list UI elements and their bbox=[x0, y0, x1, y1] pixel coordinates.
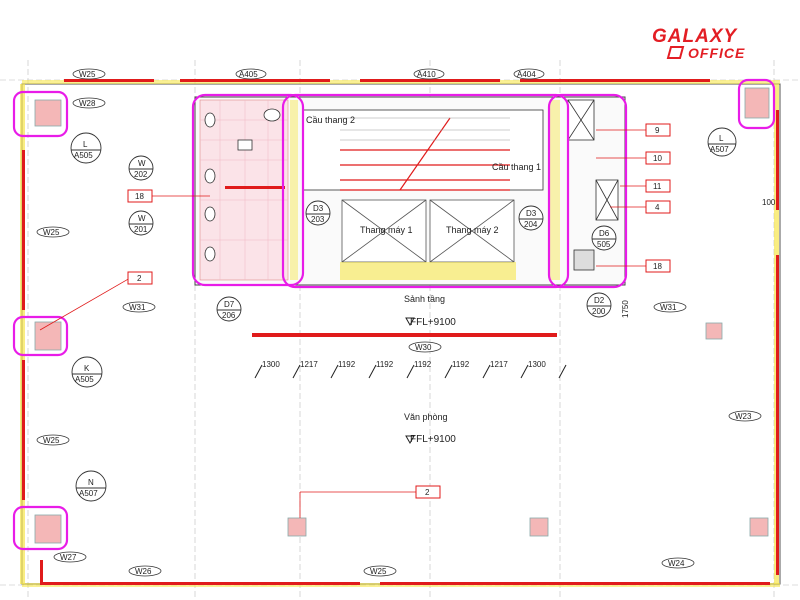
window-tags bbox=[36, 68, 762, 577]
door-2-code: W bbox=[138, 214, 146, 223]
tag-lobby: W30 bbox=[415, 343, 432, 352]
logo-galaxy-text: GALAXY bbox=[652, 26, 739, 47]
dimension-label: 1192 bbox=[452, 360, 470, 369]
tag-bottom-1: W26 bbox=[135, 567, 152, 576]
callout-11: 11 bbox=[653, 182, 662, 191]
callout-10: 10 bbox=[653, 154, 662, 163]
dimension-label: 1300 bbox=[528, 360, 546, 369]
door-7-num: 200 bbox=[592, 307, 606, 316]
level-marker-icon bbox=[405, 435, 415, 445]
side-dim-small: 1750 bbox=[621, 300, 630, 318]
callout-9: 9 bbox=[655, 126, 660, 135]
mark-4-sheet: A507 bbox=[79, 489, 98, 498]
callout-4: 4 bbox=[655, 203, 660, 212]
mark-2-letter: L bbox=[719, 134, 724, 143]
top-ref-3: A404 bbox=[517, 70, 536, 79]
door-2-num: 201 bbox=[134, 225, 148, 234]
highlight-boxes bbox=[12, 78, 776, 551]
mark-2-sheet: A507 bbox=[710, 145, 729, 154]
callout-2-left: 2 bbox=[137, 274, 142, 283]
section-mark-labels: L A505 L A507 K A505 N A507 bbox=[74, 134, 729, 498]
tag-top-1: W25 bbox=[79, 70, 96, 79]
callout-2-bottom: 2 bbox=[425, 488, 430, 497]
room-elevator-1: Thang máy 1 bbox=[360, 225, 413, 235]
dimension-label: 1217 bbox=[490, 360, 508, 369]
dimension-labels: 1300 1217 1192 1192 1192 1192 1217 1300 bbox=[262, 360, 546, 369]
dimension-label: 1192 bbox=[376, 360, 394, 369]
room-labels: Cầu thang 2 Cầu thang 1 Thang máy 1 Than… bbox=[306, 115, 541, 445]
mark-4-letter: N bbox=[88, 478, 94, 487]
room-office: Văn phòng bbox=[404, 412, 448, 422]
mark-1-sheet: A505 bbox=[74, 151, 93, 160]
dimension-string bbox=[254, 364, 567, 379]
door-6-code: D7 bbox=[224, 300, 235, 309]
columns bbox=[34, 87, 770, 544]
tag-right-1: W31 bbox=[660, 303, 677, 312]
callout-18-right: 18 bbox=[653, 262, 662, 271]
lobby-level: FFL+9100 bbox=[410, 317, 456, 328]
tag-left-3: W25 bbox=[43, 436, 60, 445]
wc-fixtures bbox=[204, 108, 281, 262]
door-3-code: D3 bbox=[313, 204, 324, 213]
top-ref-1: A405 bbox=[239, 70, 258, 79]
room-elevator-2: Thang máy 2 bbox=[446, 225, 499, 235]
tag-bottom-3: W24 bbox=[668, 559, 685, 568]
dimension-label: 1192 bbox=[338, 360, 356, 369]
galaxy-office-logo: GALAXY OFFICE bbox=[652, 25, 777, 70]
mark-1-letter: L bbox=[83, 140, 88, 149]
mark-3-sheet: A505 bbox=[75, 375, 94, 384]
door-6-num: 206 bbox=[222, 311, 236, 320]
door-1-num: 202 bbox=[134, 170, 148, 179]
dimension-label: 1217 bbox=[300, 360, 318, 369]
top-references: A405 A410 A404 bbox=[235, 68, 545, 80]
tag-left-1: W25 bbox=[43, 228, 60, 237]
door-1-code: W bbox=[138, 159, 146, 168]
level-marker-icon bbox=[405, 317, 415, 327]
outer-walls bbox=[20, 79, 781, 587]
callout-18-left: 18 bbox=[135, 192, 144, 201]
room-stair-2: Cầu thang 2 bbox=[306, 115, 355, 125]
door-5-num: 505 bbox=[597, 240, 611, 249]
logo-office-text: OFFICE bbox=[688, 45, 745, 61]
tag-left-4: W27 bbox=[60, 553, 77, 562]
mark-3-letter: K bbox=[84, 364, 90, 373]
dimension-label: 1192 bbox=[414, 360, 432, 369]
door-mark-labels: W 202 W 201 D3 203 D3 204 D6 505 D7 206 … bbox=[134, 159, 611, 320]
room-stair-1: Cầu thang 1 bbox=[492, 162, 541, 172]
office-level: FFL+9100 bbox=[410, 434, 456, 445]
door-marks bbox=[128, 155, 617, 322]
tag-left-2: W31 bbox=[129, 303, 146, 312]
room-lobby: Sảnh tầng bbox=[404, 294, 445, 304]
door-7-code: D2 bbox=[594, 296, 605, 305]
door-4-code: D3 bbox=[526, 209, 537, 218]
door-5-code: D6 bbox=[599, 229, 610, 238]
elevator-shafts bbox=[341, 199, 515, 263]
tag-bottom-2: W25 bbox=[370, 567, 387, 576]
section-marks bbox=[70, 127, 737, 502]
tag-top-2: W28 bbox=[79, 99, 96, 108]
numeric-callouts: 9 10 11 4 18 18 2 2 bbox=[39, 123, 671, 518]
window-tag-labels: W25 W28 W25 W31 W25 W27 W31 W23 W26 W25 … bbox=[43, 70, 752, 576]
logo-swoosh-icon bbox=[666, 46, 685, 59]
dimension-label: 1300 bbox=[262, 360, 280, 369]
top-ref-2: A410 bbox=[417, 70, 436, 79]
tag-right-2: W23 bbox=[735, 412, 752, 421]
door-4-num: 204 bbox=[524, 220, 538, 229]
side-dim-right: 100 bbox=[762, 198, 776, 207]
building-core bbox=[194, 96, 626, 337]
door-3-num: 203 bbox=[311, 215, 325, 224]
